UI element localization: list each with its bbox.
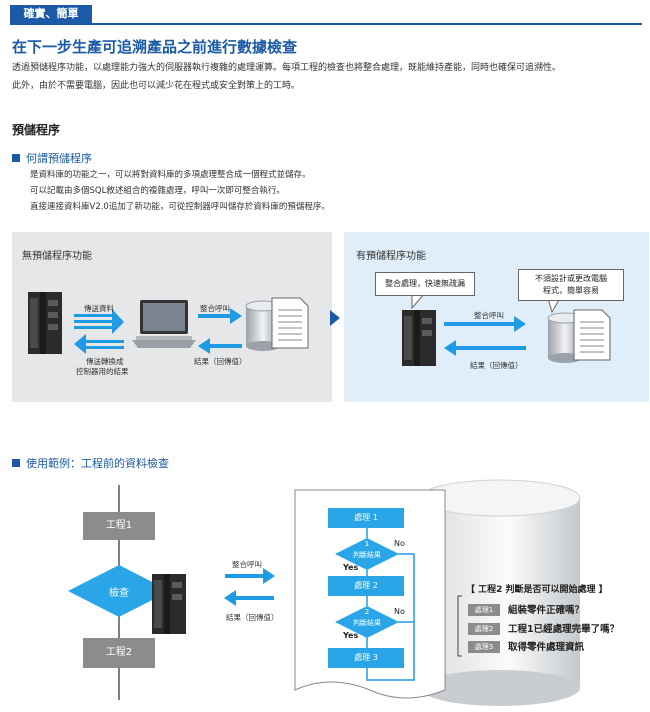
example-title: 使用範例：工程前的資料檢查 [26, 457, 169, 470]
integrate-call-arrow-right [444, 316, 526, 332]
process-2-box: 工程2 [83, 638, 155, 668]
decision-2-diamond [335, 606, 399, 638]
result-arrow-right [444, 340, 526, 356]
decision-1-number: 1 [364, 540, 370, 548]
process-1-box: 工程1 [83, 512, 155, 540]
integrate-call-arrow-example [225, 568, 275, 584]
controller-icon-right [402, 310, 436, 366]
decision-2-yes: Yes [343, 631, 359, 640]
inspect-diamond [68, 565, 170, 617]
decision-2-label: 判斷結果 [353, 619, 381, 627]
callout-easy-line-1: 不須設計或更改電腦 [535, 274, 607, 283]
decision-1-no: No [394, 539, 405, 548]
section-badge: 確實、簡單 [10, 5, 92, 23]
question-tag-2: 處理2 [468, 623, 500, 635]
question-title: 【 工程2 判斷是否可以開始處理 】 [466, 585, 608, 595]
question-tag-1: 處理1 [468, 604, 500, 616]
what-is-heading: 何謂預儲程序 [12, 150, 92, 166]
intro-line-2: 此外，由於不需要電腦，因此也可以減少花在程式或安全對策上的工時。 [12, 81, 301, 91]
callout-easy: 不須設計或更改電腦 程式，簡單容易 [518, 269, 624, 301]
question-bracket [457, 595, 462, 657]
question-tag-3: 處理3 [468, 641, 500, 653]
flow-step-1: 處理 1 [328, 508, 404, 528]
send-data-label: 傳送資料 [84, 304, 114, 313]
callout-fast: 整合處理，快速無疏漏 [375, 272, 475, 296]
header-rule [10, 23, 642, 25]
result-label: 結果（回傳值） [194, 357, 247, 366]
decision-1-diamond [335, 538, 399, 570]
result-arrow [198, 338, 242, 354]
with-title: 有預儲程序功能 [356, 251, 426, 262]
page-headline: 在下一步生產可追溯產品之前進行數據檢查 [12, 38, 298, 56]
bullet-2: 可以記載由多個SQL敘述組合的複雜處理，呼叫一次即可整合執行。 [30, 186, 285, 196]
big-database-icon [419, 479, 581, 706]
convert-label-1: 傳送轉換成 [86, 357, 124, 366]
example-heading: 使用範例：工程前的資料檢查 [12, 455, 169, 471]
inspect-label: 檢查 [109, 588, 129, 599]
example-result-label: 結果（回傳值） [226, 613, 279, 622]
flow-step-3: 處理 3 [328, 648, 404, 668]
database-icon [245, 297, 309, 351]
decision-2-number: 2 [364, 608, 370, 616]
integrate-call-arrow [198, 308, 242, 324]
decision-1-yes: Yes [343, 563, 359, 572]
flow-lines [366, 528, 415, 681]
what-is-title: 何謂預儲程序 [26, 152, 92, 165]
example-integrate-call-label: 整合呼叫 [232, 560, 262, 569]
square-bullet-icon-2 [12, 459, 20, 467]
callout-easy-line-2: 程式，簡單容易 [543, 286, 599, 295]
intro-line-1: 透過預儲程序功能，以處理能力強大的伺服器執行複雜的處理運算。每項工程的檢查也將整… [12, 63, 562, 73]
integrate-call-label: 整合呼叫 [200, 304, 230, 313]
decision-1-label: 判斷結果 [353, 551, 381, 559]
section-title: 預儲程序 [12, 123, 61, 137]
compare-arrow-icon [330, 310, 340, 326]
bullet-1: 是資料庫的功能之一，可以將對資料庫的多項處理整合成一個程式並儲存。 [30, 170, 311, 180]
bullet-3: 直接連接資料庫V2.0追加了新功能，可從控制器呼叫儲存於資料庫的預儲程序。 [30, 202, 330, 212]
controller-icon-example [152, 574, 186, 634]
convert-arrow [74, 334, 124, 354]
convert-label-2: 控制器用的結果 [76, 367, 129, 376]
laptop-icon [132, 300, 196, 348]
question-text-1: 組裝零件正確嗎？ [508, 605, 585, 616]
integrate-call-label-right: 整合呼叫 [474, 311, 504, 320]
result-arrow-example [224, 590, 274, 606]
database-icon-right [547, 309, 611, 363]
result-label-right: 結果（回傳值） [470, 361, 523, 370]
controller-icon [28, 292, 62, 354]
without-title: 無預儲程序功能 [22, 251, 92, 262]
question-text-2: 工程1已經處理完畢了嗎？ [508, 624, 620, 635]
decision-2-no: No [394, 607, 405, 616]
send-data-arrow [74, 309, 124, 334]
square-bullet-icon [12, 154, 20, 162]
question-text-3: 取得零件處理資訊 [508, 642, 585, 653]
flow-step-2: 處理 2 [328, 576, 404, 596]
